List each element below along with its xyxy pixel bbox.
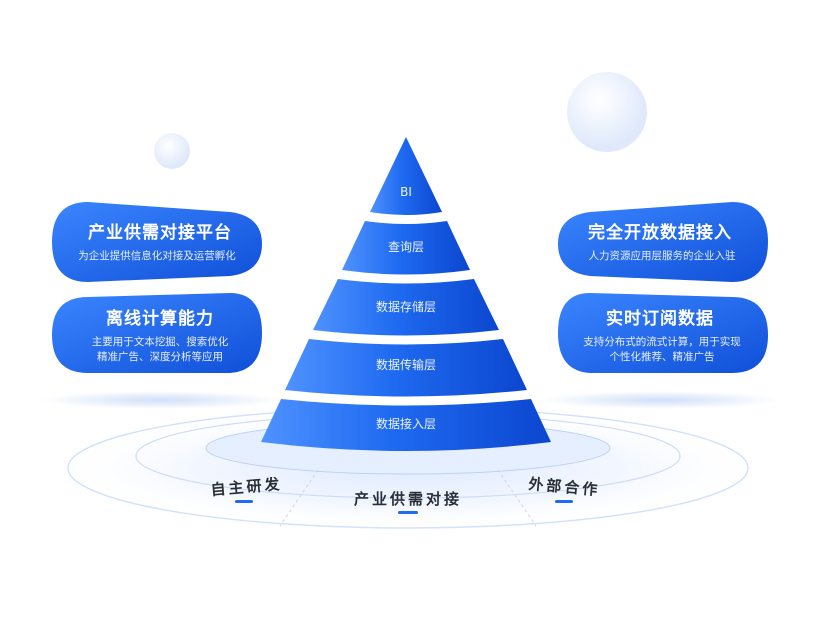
card-left-bottom-line-1: 主要用于文本挖掘、搜索优化 xyxy=(92,335,229,348)
card-shadow-left xyxy=(40,391,280,409)
base-label-underline-center xyxy=(398,511,418,514)
card-left-top-title: 产业供需对接平台 xyxy=(88,222,232,243)
card-right-top-shape xyxy=(558,202,768,282)
card-left-bottom-title: 离线计算能力 xyxy=(106,308,214,329)
base-label-supply-demand: 产业供需对接 xyxy=(354,490,462,508)
pyramid-layer-storage xyxy=(313,279,499,336)
pyramid-layer-query xyxy=(342,221,470,275)
card-right-bottom: 实时订阅数据 支持分布式的流式计算，用于实现 个性化推荐、精准广告 xyxy=(558,293,768,373)
card-right-bottom-line-2: 个性化推荐、精准广告 xyxy=(610,350,715,363)
layer-label-transport: 数据传输层 xyxy=(376,357,436,372)
card-right-bottom-title: 实时订阅数据 xyxy=(606,308,714,329)
card-right-top-line-1: 人力资源应用层服务的企业入驻 xyxy=(589,249,736,262)
base-label-underline-left xyxy=(235,500,253,503)
card-right-bottom-line-1: 支持分布式的流式计算，用于实现 xyxy=(583,335,741,348)
layer-label-query: 查询层 xyxy=(388,240,424,254)
card-left-top: 产业供需对接平台 为企业提供信息化对接及运营孵化 xyxy=(52,202,262,282)
card-left-top-shape xyxy=(52,202,262,282)
layer-label-storage: 数据存储层 xyxy=(376,299,436,314)
card-left-top-line-1: 为企业提供信息化对接及运营孵化 xyxy=(78,249,236,262)
card-left-bottom-shape xyxy=(52,293,262,373)
base-label-group-center: 产业供需对接 xyxy=(354,490,462,514)
decor-bubble-left xyxy=(154,133,190,169)
card-shadow-right xyxy=(540,391,780,409)
layer-label-bi: BI xyxy=(400,185,412,199)
layer-label-ingest: 数据接入层 xyxy=(376,416,436,431)
pyramid-layer-bi xyxy=(370,137,442,215)
decor-bubble-right xyxy=(567,72,647,152)
pyramid: BI 查询层 数据存储层 数据传输层 数据接入层 xyxy=(261,137,551,451)
card-left-bottom: 离线计算能力 主要用于文本挖掘、搜索优化 精准广告、深度分析等应用 xyxy=(52,293,262,373)
card-right-top: 完全开放数据接入 人力资源应用层服务的企业入驻 xyxy=(558,202,768,282)
base-label-underline-right xyxy=(555,500,573,503)
card-right-bottom-shape xyxy=(558,293,768,373)
card-left-bottom-line-2: 精准广告、深度分析等应用 xyxy=(97,350,223,363)
base-divider-left xyxy=(279,469,319,527)
pyramid-layer-ingest xyxy=(261,399,551,451)
card-right-top-title: 完全开放数据接入 xyxy=(588,222,732,243)
pyramid-layer-transport xyxy=(285,339,527,397)
base-divider-right xyxy=(497,469,537,527)
